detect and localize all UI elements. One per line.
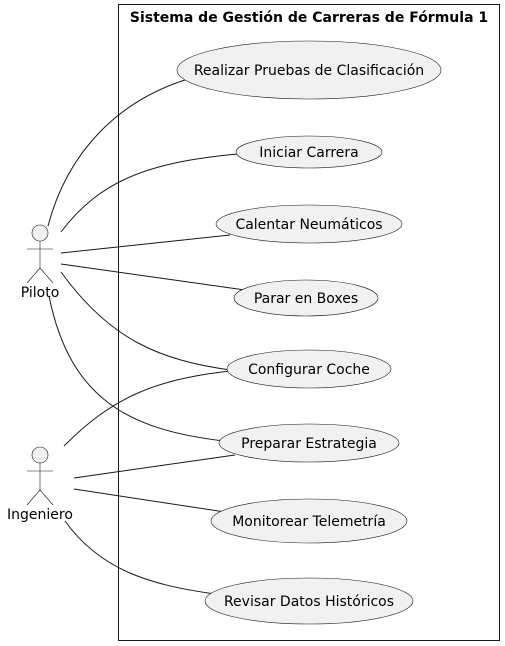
use-case-label: Preparar Estrategia	[241, 436, 377, 452]
associations	[47, 78, 246, 595]
assoc-piloto-neumaticos	[60, 234, 231, 254]
use-case-label: Iniciar Carrera	[259, 145, 359, 161]
assoc-piloto-coche	[60, 271, 231, 371]
stick-figure-icon	[26, 224, 54, 284]
use-case-telemetria: Monitorear Telemetría	[210, 498, 408, 544]
use-case-estrategia: Preparar Estrategia	[218, 423, 400, 463]
assoc-piloto-iniciar	[60, 153, 239, 233]
use-case-coche: Configurar Coche	[226, 349, 392, 389]
use-case-label: Realizar Pruebas de Clasificación	[194, 63, 424, 79]
use-case-clasificacion: Realizar Pruebas de Clasificación	[176, 40, 442, 100]
use-case-neumaticos: Calentar Neumáticos	[215, 204, 403, 244]
assoc-piloto-estrategia	[48, 295, 225, 442]
assoc-ingeniero-coche	[63, 370, 231, 447]
assoc-ingeniero-historicos	[64, 520, 216, 595]
use-case-label: Calentar Neumáticos	[235, 217, 382, 233]
system-title: Sistema de Gestión de Carreras de Fórmul…	[130, 10, 488, 26]
stick-figure-icon	[26, 446, 54, 506]
use-case-ellipse	[218, 423, 400, 463]
actor-piloto: Piloto	[21, 224, 60, 301]
use-case-label: Revisar Datos Históricos	[224, 594, 394, 610]
use-case-boxes: Parar en Boxes	[233, 279, 379, 317]
actor-label: Ingeniero	[7, 507, 73, 523]
use-case-ellipse	[176, 40, 442, 100]
use-case-label: Configurar Coche	[248, 362, 370, 378]
use-case-label: Monitorear Telemetría	[232, 514, 386, 530]
use-case-ellipse	[204, 577, 414, 625]
use-case-label: Parar en Boxes	[254, 291, 358, 307]
use-case-ellipse	[215, 204, 403, 244]
use-case-iniciar: Iniciar Carrera	[235, 135, 383, 169]
use-case-historicos: Revisar Datos Históricos	[204, 577, 414, 625]
system-boundary: Sistema de Gestión de Carreras de Fórmul…	[118, 4, 500, 641]
use-case-ellipse	[235, 135, 383, 169]
actor-label: Piloto	[21, 285, 60, 301]
assoc-piloto-boxes	[60, 263, 246, 291]
use-case-ellipse	[210, 498, 408, 544]
use-case-ellipse	[226, 349, 392, 389]
assoc-ingeniero-telemetria	[73, 488, 226, 513]
assoc-piloto-clasificacion	[47, 78, 189, 227]
assoc-ingeniero-estrategia	[73, 454, 236, 479]
system-box	[118, 4, 500, 641]
actor-ingeniero: Ingeniero	[7, 446, 73, 523]
use-case-ellipse	[233, 279, 379, 317]
